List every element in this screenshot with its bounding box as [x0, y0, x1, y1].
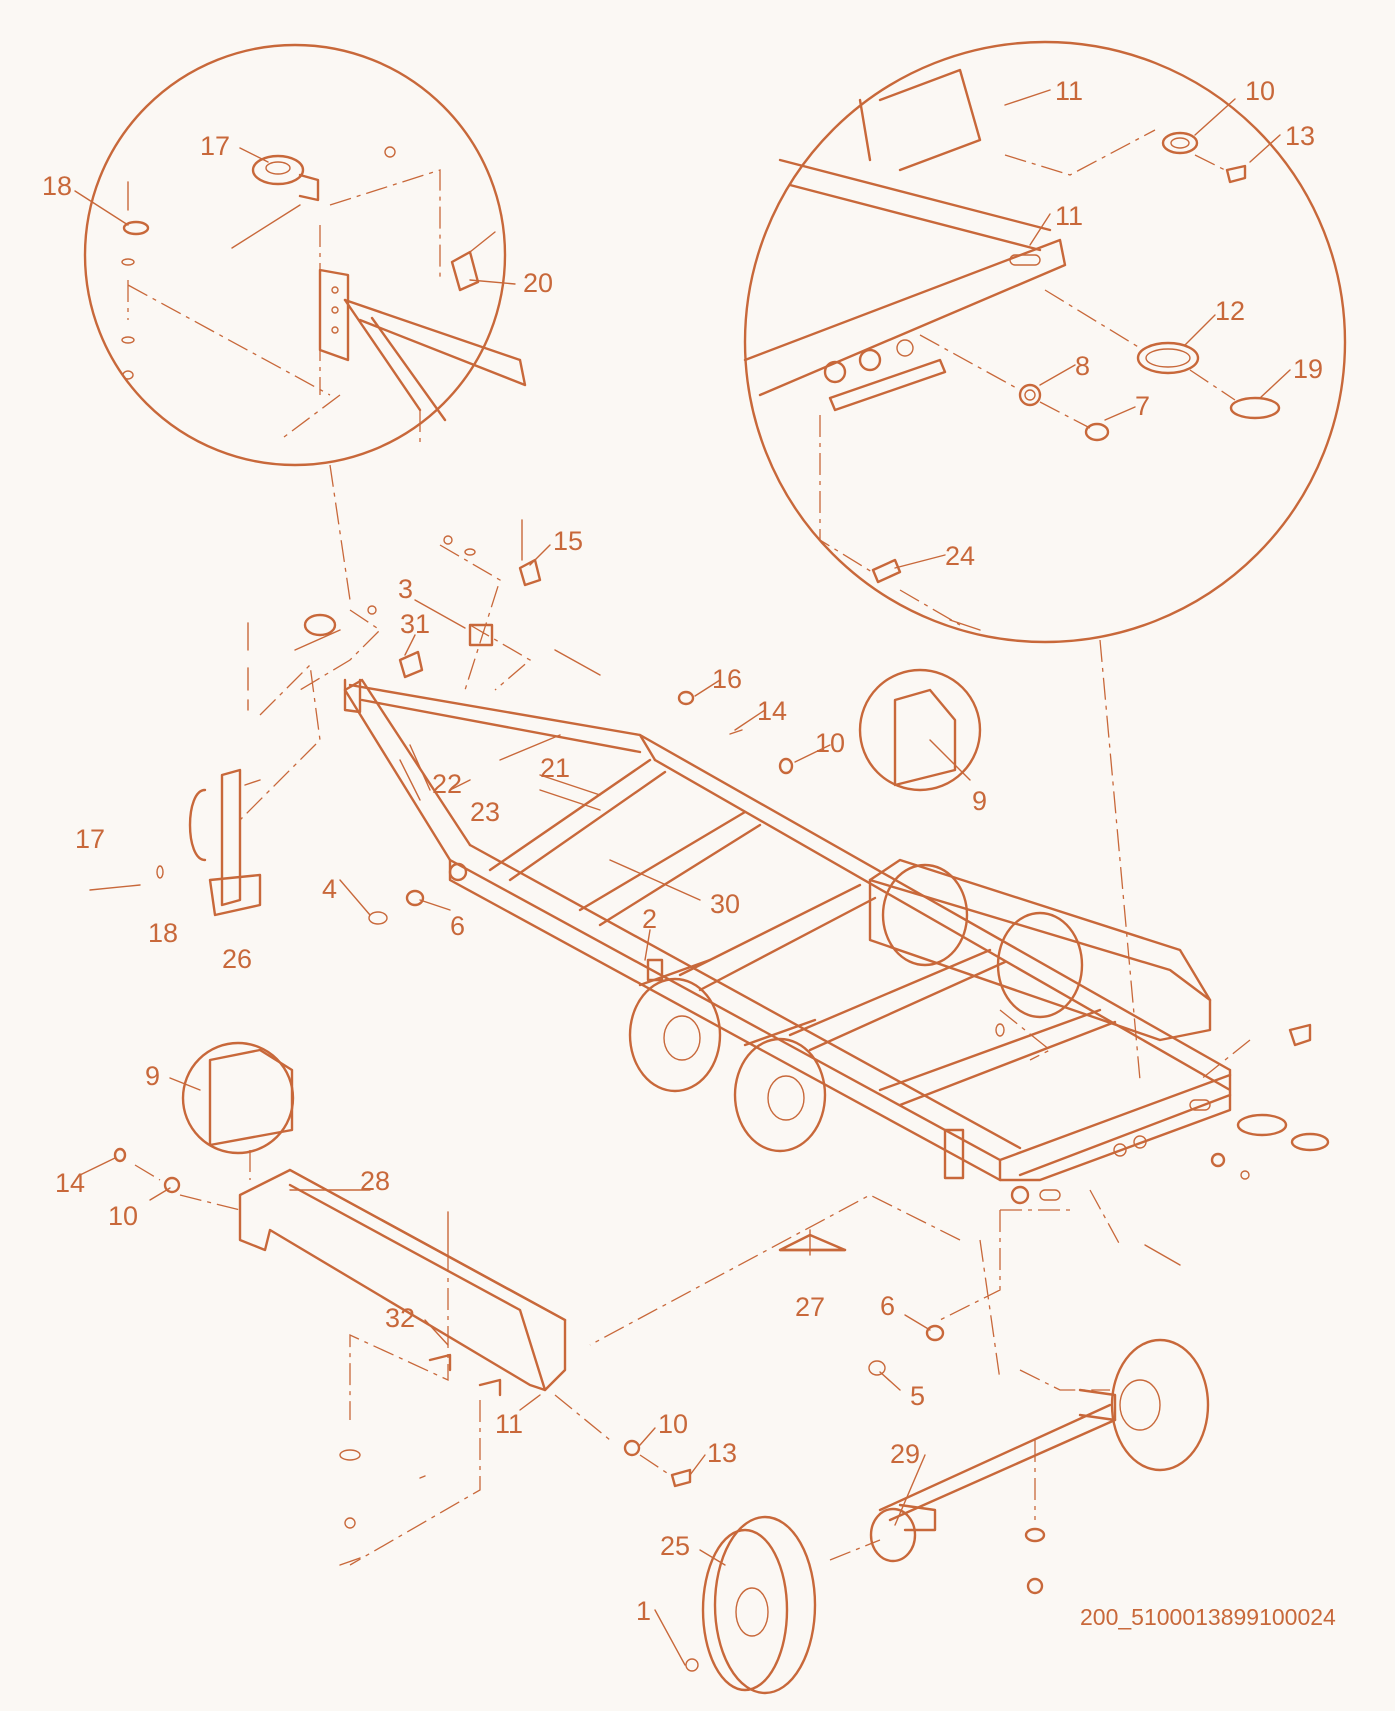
callout-main-frame-2: 3: [398, 574, 413, 604]
callout-top-right-detail-4: 11: [1055, 201, 1083, 231]
callout-labels: 18 17 20 11 10 13 11 12 8 7 19 24 15 3 3…: [42, 76, 1323, 1626]
callout-main-frame-13: 26: [222, 944, 252, 974]
callout-fender-detail-8: 13: [707, 1438, 737, 1468]
callout-lower-parts-3: 5: [910, 1381, 925, 1411]
callout-main-frame-7: 9: [972, 786, 987, 816]
callout-top-right-detail-9: 24: [945, 541, 975, 571]
detail-circle-hitch: [83, 43, 527, 467]
callout-main-frame-5: 14: [757, 696, 787, 726]
callout-top-right-detail-7: 7: [1135, 391, 1150, 421]
fender-assembly: [113, 1041, 692, 1566]
callout-top-right-detail-2: 10: [1245, 76, 1275, 106]
callout-lower-parts-4: 29: [890, 1439, 920, 1469]
callout-fender-detail-1: 9: [145, 1061, 160, 1091]
callout-main-frame-6: 10: [815, 728, 845, 758]
callout-main-frame-12: 18: [148, 918, 178, 948]
callout-leaders: [74, 89, 1291, 1666]
callout-top-right-detail-5: 12: [1215, 296, 1245, 326]
callout-top-left-detail-2: 17: [200, 131, 230, 161]
callout-fender-detail-6: 11: [495, 1409, 523, 1439]
drawing-code: 200_5100013899100024: [1080, 1604, 1336, 1630]
callout-main-frame-16: 30: [710, 889, 740, 919]
callout-top-right-detail-8: 19: [1293, 354, 1323, 384]
detail-circle-rear-frame: [743, 40, 1347, 644]
callout-main-frame-8: 21: [540, 753, 570, 783]
callout-top-right-detail-3: 13: [1285, 121, 1315, 151]
lower-parts: [685, 1233, 1210, 1695]
callout-lower-parts-6: 1: [636, 1596, 651, 1626]
callout-fender-detail-7: 10: [658, 1409, 688, 1439]
callout-main-frame-4: 16: [712, 664, 742, 694]
callout-top-right-detail-1: 11: [1055, 76, 1083, 106]
frame-hardware: [89, 464, 1330, 1381]
callout-main-frame-17: 2: [642, 904, 657, 934]
callout-main-frame-10: 23: [470, 797, 500, 827]
callout-main-frame-3: 31: [400, 609, 430, 639]
callout-lower-parts-1: 27: [795, 1292, 825, 1322]
callout-fender-detail-3: 10: [108, 1201, 138, 1231]
callout-main-frame-15: 6: [450, 911, 465, 941]
callout-top-left-detail-1: 18: [42, 171, 72, 201]
callout-top-right-detail-6: 8: [1075, 351, 1090, 381]
callout-fender-detail-2: 14: [55, 1168, 85, 1198]
trailer-frame: [343, 678, 1232, 1205]
callout-main-frame-14: 4: [322, 874, 337, 904]
callout-lower-parts-2: 6: [880, 1291, 895, 1321]
callout-fender-detail-4: 28: [360, 1166, 390, 1196]
callout-fender-detail-5: 32: [385, 1303, 415, 1333]
callout-main-frame-9: 22: [432, 769, 462, 799]
callout-lower-parts-5: 25: [660, 1531, 690, 1561]
callout-top-left-detail-3: 20: [523, 268, 553, 298]
callout-main-frame-11: 17: [75, 824, 105, 854]
callout-main-frame-1: 15: [553, 526, 583, 556]
